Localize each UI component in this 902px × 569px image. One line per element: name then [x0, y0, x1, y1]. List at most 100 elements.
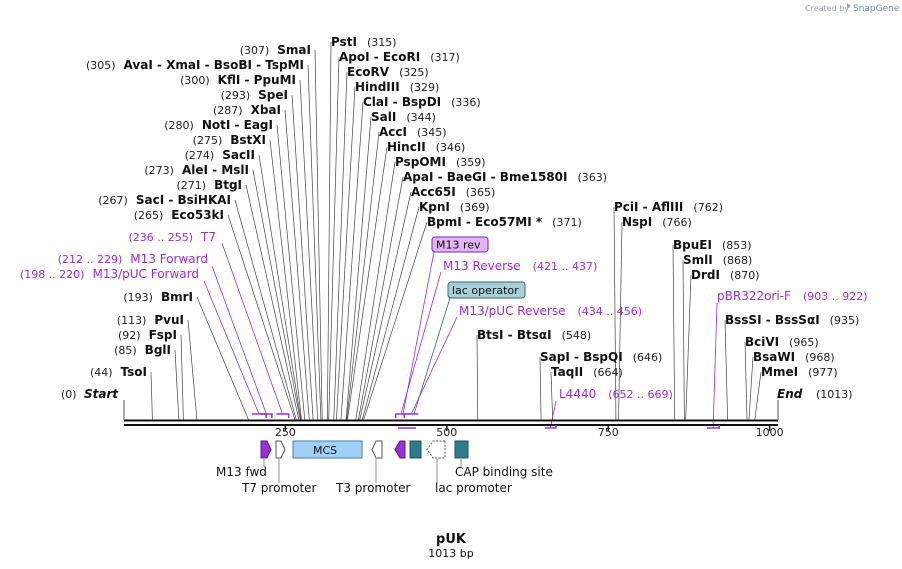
leader-line-btsi-bts-i — [476, 334, 479, 421]
site-label-sacii: (274)SacII — [185, 148, 255, 162]
site-label-psti: PstI(315) — [331, 35, 397, 49]
leader-line-apoi-ecori — [328, 56, 340, 421]
site-name: DrdI — [691, 268, 720, 282]
leader-line-smai — [314, 49, 323, 421]
primer-range: (421 .. 437) — [533, 260, 598, 273]
site-label-bpuei: BpuEI(853) — [673, 238, 752, 252]
leader-line-clai-bspdi — [340, 101, 364, 421]
site-label-drdi: DrdI (870) — [691, 268, 760, 282]
site-label-bsssi-bsss-i: BssSI - BssSαI(935) — [725, 313, 859, 327]
site-name: PciI - AflIII — [614, 200, 683, 214]
plasmid-name: pUK — [436, 532, 467, 547]
site-position: (345) — [417, 126, 447, 139]
primer-name: M13/pUC Forward — [92, 267, 199, 281]
site-position: (280) — [164, 119, 194, 132]
primer-mark-pbr322ori-f — [706, 425, 720, 429]
site-name: Acc65I — [411, 185, 456, 199]
m13-fwd-arrow — [260, 440, 272, 459]
site-label-bgli: (85)BglI — [114, 343, 171, 357]
site-name: KflI - PpuMI — [218, 73, 296, 87]
primer-name: T7 — [200, 230, 216, 244]
leader-line-nspi — [618, 221, 623, 421]
site-name: TsoI — [121, 365, 147, 379]
end-marker: End (1013) — [777, 387, 853, 420]
leader-line-bstxi — [269, 139, 302, 421]
site-name: SalI — [371, 110, 396, 124]
site-position: (363) — [577, 171, 607, 184]
leader-line-pvui — [187, 319, 198, 421]
leader-line-avai-xmai-bsobi-tspmi — [307, 64, 322, 421]
site-name: BsaWI — [753, 350, 795, 364]
site-name: BpmI - Eco57MI * — [427, 215, 543, 229]
site-label-btsi-bts-i: BtsI - BtsαI(548) — [477, 328, 591, 342]
site-name: FspI — [149, 328, 177, 342]
primer-label-m13-puc-reverse: M13/pUC Reverse(434 .. 456) — [459, 304, 642, 318]
primer-leader-m13-forward — [211, 265, 267, 415]
leader-line-bgli — [174, 349, 180, 421]
start-marker: (0) Start — [61, 387, 125, 420]
site-position: (935) — [830, 314, 860, 327]
primer-markers — [251, 413, 720, 429]
site-position: (193) — [123, 291, 153, 304]
site-label-apoi-ecori: ApoI - EcoRI(317) — [339, 50, 460, 64]
leader-line-sapi-bspqi — [539, 356, 542, 421]
primer-leader-pbr322ori-f — [712, 302, 718, 429]
site-name: BglI — [145, 343, 171, 357]
site-position: (273) — [144, 164, 174, 177]
site-label-clai-bspdi: ClaI - BspDI(336) — [363, 95, 481, 109]
site-position: (307) — [240, 44, 270, 57]
site-name: BstXI — [230, 133, 266, 147]
site-label-smai: (307)SmaI — [240, 43, 311, 57]
leader-line-bsssi-bsss-i — [724, 319, 728, 421]
primer-name: M13 Forward — [130, 252, 208, 266]
primer-mark-m13-puc-reverse — [403, 413, 419, 418]
primer-label-m13-puc-forward: (198 .. 220)M13/pUC Forward — [20, 267, 199, 281]
site-label-ecorv: EcoRV(325) — [347, 65, 429, 79]
leader-line-mmei — [754, 371, 762, 421]
site-name: AleI - MslI — [182, 163, 249, 177]
leader-lines — [150, 41, 762, 421]
leader-line-bcivi — [744, 341, 748, 421]
primer-leader-lines — [203, 242, 718, 429]
leader-line-btgi — [245, 184, 300, 421]
site-label-acc65i: Acc65I(365) — [411, 185, 495, 199]
primer-label-t7: (236 .. 255) T7 — [128, 230, 216, 244]
leader-line-kfli-ppumi — [299, 79, 319, 421]
end-position: (1013) — [816, 388, 853, 401]
site-label-btgi: (271) BtgI — [176, 178, 242, 192]
site-position: (92) — [118, 329, 141, 342]
site-label-kpni: KpnI(369) — [419, 200, 490, 214]
leader-line-kpni — [361, 206, 420, 421]
primer-range: (236 .. 255) — [128, 231, 193, 244]
site-position: (762) — [693, 201, 723, 214]
site-name: BtgI — [214, 178, 242, 192]
leader-line-fspi — [180, 334, 184, 421]
site-label-avai-xmai-bsobi-tspmi: (305)AvaI - XmaI - BsoBI - TspMI — [86, 58, 304, 72]
site-name: MmeI — [761, 365, 798, 379]
start-position: (0) — [61, 388, 77, 401]
site-position: (317) — [430, 51, 460, 64]
primer-mark-l4440 — [544, 425, 557, 429]
site-position: (870) — [730, 269, 760, 282]
leader-line-smli — [682, 259, 685, 421]
site-label-hincii: HincII(346) — [387, 140, 465, 154]
site-position: (359) — [456, 156, 486, 169]
site-position: (346) — [436, 141, 466, 154]
site-name: NotI - EagI — [202, 118, 273, 132]
site-position: (315) — [367, 36, 397, 49]
site-label-bstxi: (275)BstXI — [193, 133, 266, 147]
site-position: (646) — [633, 351, 663, 364]
leader-line-noti-eagi — [276, 124, 306, 421]
site-position: (305) — [86, 59, 116, 72]
site-position: (274) — [185, 149, 215, 162]
site-label-xbai: (287)XbaI — [213, 103, 281, 117]
m13-rev-callout-label: M13 rev — [436, 239, 481, 252]
site-name: XbaI — [251, 103, 281, 117]
site-position: (113) — [117, 314, 147, 327]
leader-line-apai-baegi-bme1580i — [358, 176, 404, 421]
leader-line-alei-msli — [252, 169, 301, 421]
lac-operator-box — [409, 440, 422, 459]
site-name: PvuI — [154, 313, 184, 327]
site-position: (271) — [176, 179, 206, 192]
leader-line-saci-bsihkai — [234, 199, 297, 421]
